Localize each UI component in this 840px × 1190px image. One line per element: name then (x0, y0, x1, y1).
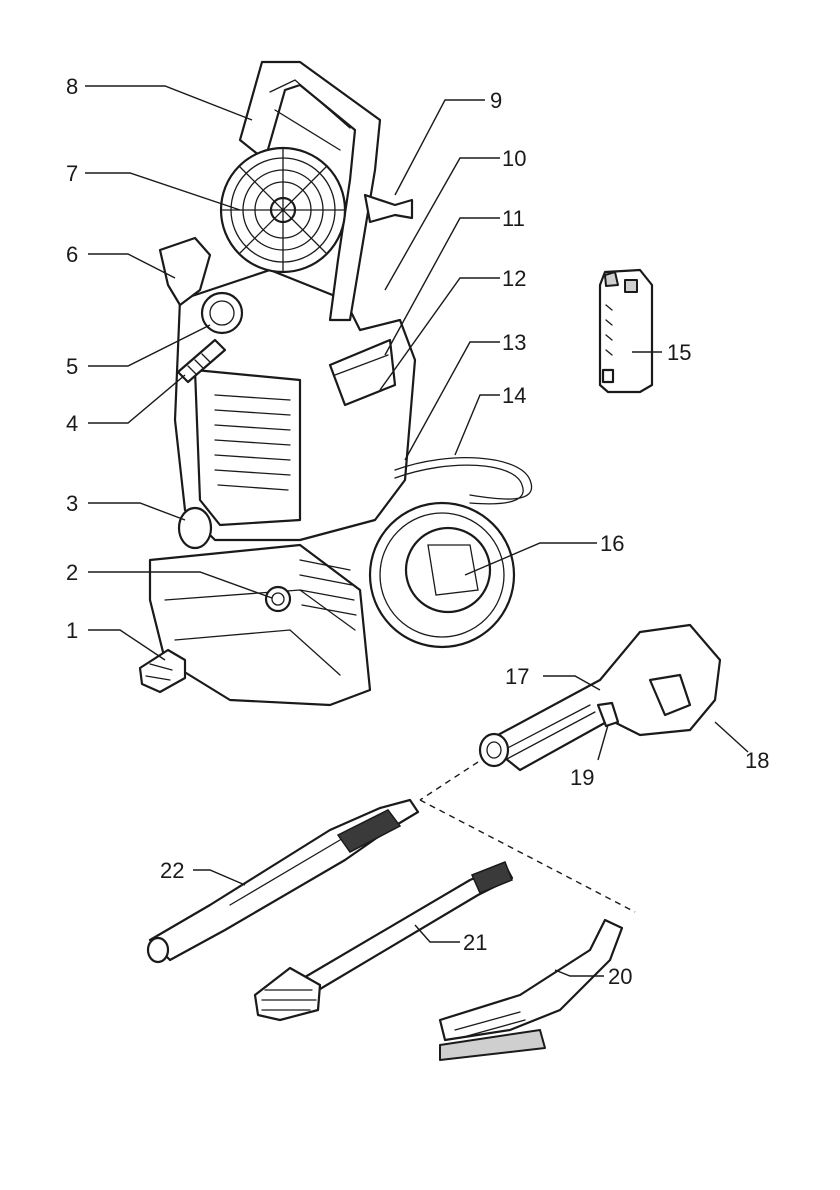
callout-15: 15 (667, 340, 691, 365)
callout-8: 8 (66, 74, 78, 99)
washer-base (150, 545, 370, 705)
callout-18: 18 (745, 748, 769, 773)
callout-6: 6 (66, 242, 78, 267)
callout-11: 11 (502, 206, 525, 231)
callout-2: 2 (66, 560, 78, 585)
callout-3: 3 (66, 491, 78, 516)
callout-9: 9 (490, 88, 502, 113)
detergent-bottle (600, 270, 652, 392)
callout-21: 21 (463, 930, 487, 955)
callout-1: 1 (66, 618, 78, 643)
callout-5: 5 (66, 354, 78, 379)
pressure-dial (202, 293, 242, 333)
callout-7: 7 (66, 161, 78, 186)
callout-4: 4 (66, 411, 78, 436)
power-cable (395, 458, 532, 499)
callout-19: 19 (570, 765, 594, 790)
wheel (370, 503, 514, 647)
callout-16: 16 (600, 531, 624, 556)
callout-10: 10 (502, 146, 526, 171)
reel-crank (365, 195, 412, 222)
trigger-gun (480, 625, 720, 770)
callout-17: 17 (505, 664, 529, 689)
water-inlet (266, 587, 290, 611)
callout-14: 14 (502, 383, 526, 408)
callout-13: 13 (502, 330, 526, 355)
power-switch (179, 508, 211, 548)
front-grille-panel (195, 370, 300, 525)
callout-22: 22 (160, 858, 184, 883)
callout-20: 20 (608, 964, 632, 989)
callout-12: 12 (502, 266, 526, 291)
garden-hose-coupling (140, 650, 185, 692)
